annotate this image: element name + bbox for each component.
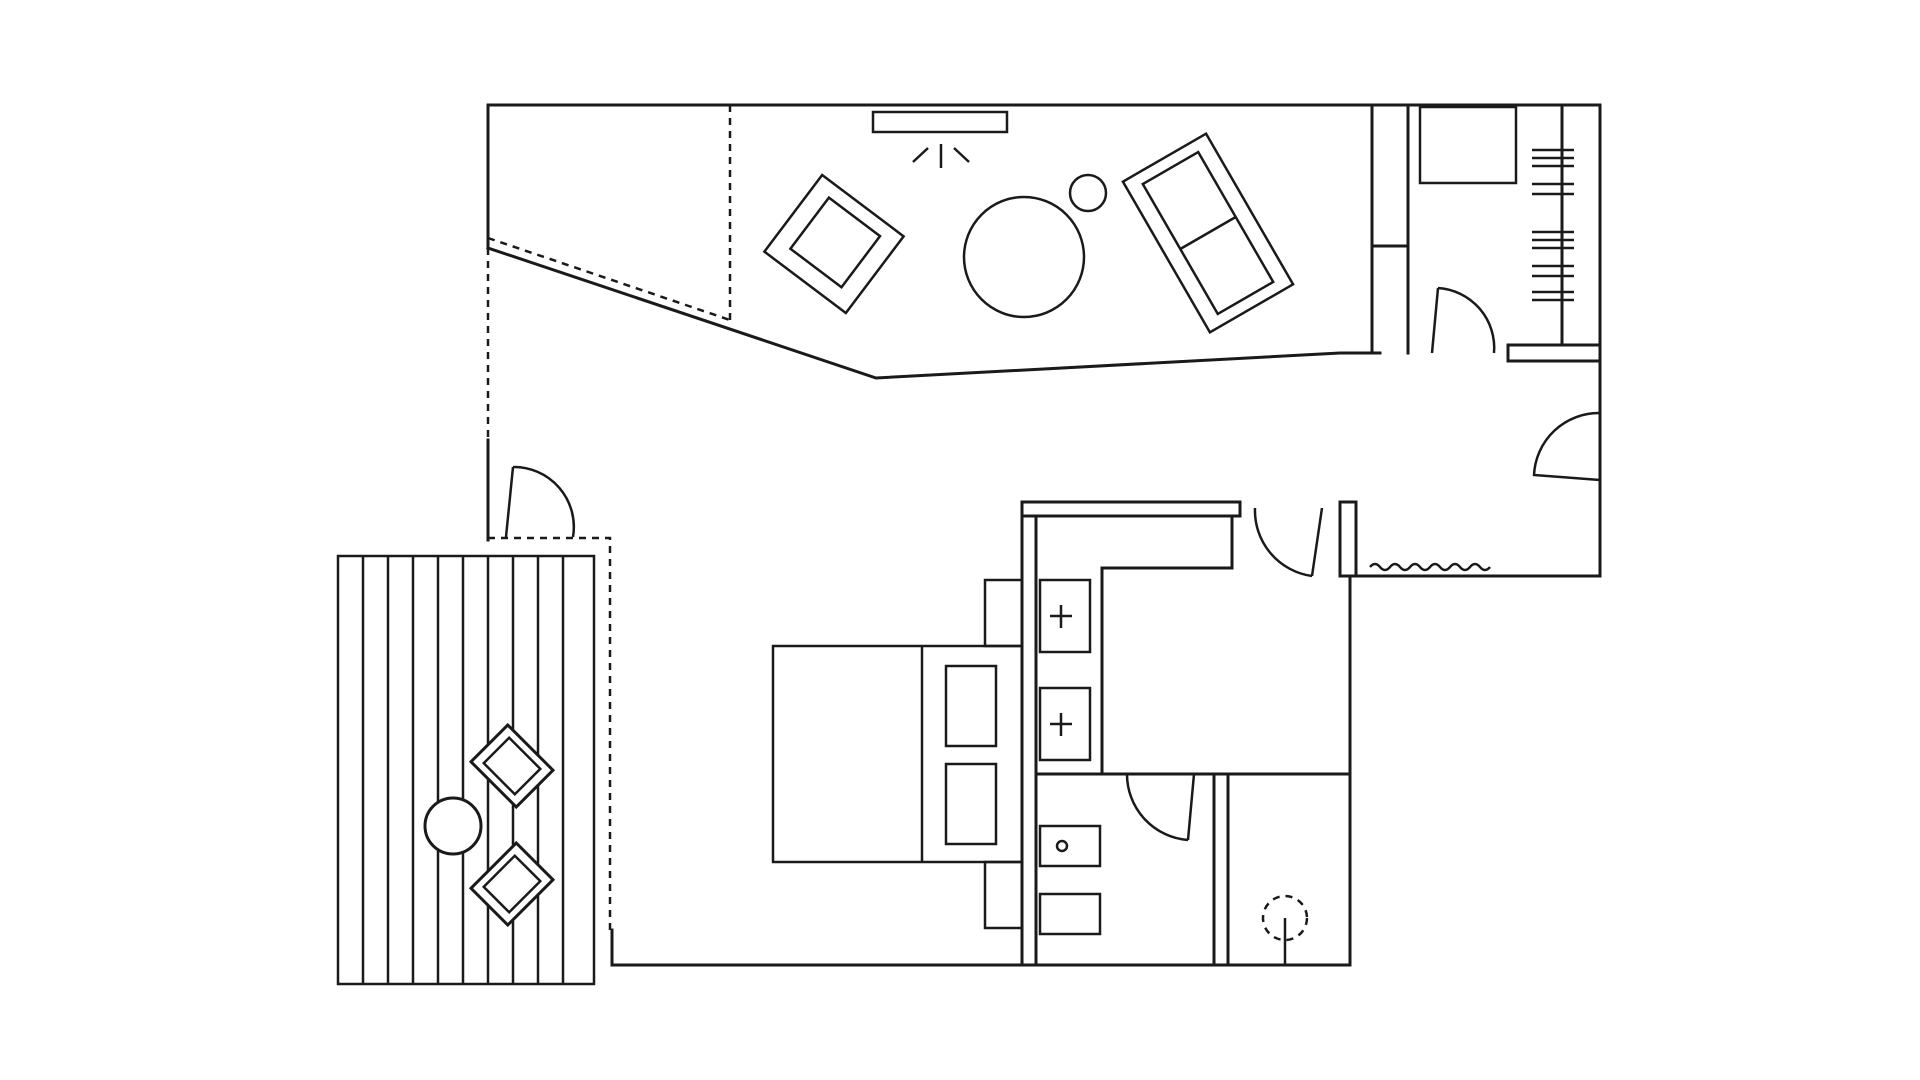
toilet-icon bbox=[1038, 824, 1102, 936]
terrace-chair-icon bbox=[468, 840, 556, 928]
bathroom-walls bbox=[1020, 500, 1358, 967]
sofa-icon bbox=[1121, 131, 1295, 335]
shower-icon bbox=[1261, 894, 1309, 965]
round-table-icon bbox=[962, 173, 1108, 319]
dashed-boundaries bbox=[486, 105, 732, 930]
wardrobe-icon bbox=[1370, 103, 1602, 363]
door-swing-icon bbox=[504, 286, 1601, 842]
armchair-icon bbox=[762, 173, 906, 315]
living-room-partition bbox=[486, 246, 1382, 380]
terrace-table-icon bbox=[423, 796, 483, 856]
terrace-deck-icon bbox=[336, 554, 596, 986]
exterior-walls bbox=[486, 103, 1602, 967]
terrace-chair-icon bbox=[468, 722, 556, 810]
radiator-icon bbox=[1369, 562, 1491, 572]
bed-icon bbox=[771, 578, 1024, 930]
sink-icon bbox=[1038, 578, 1092, 762]
tv-icon bbox=[871, 110, 1009, 168]
